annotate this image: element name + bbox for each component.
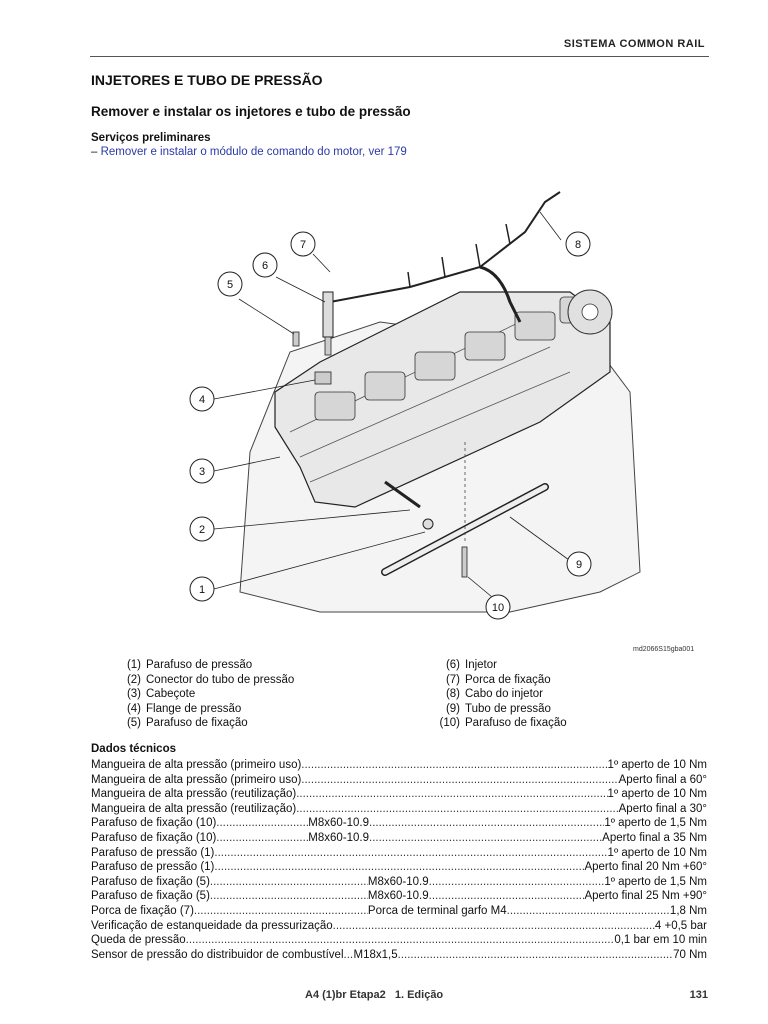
svg-text:10: 10 <box>492 602 504 614</box>
section-title: INJETORES E TUBO DE PRESSÃO <box>91 72 323 88</box>
legend-item: (1)Parafuso de pressão <box>126 659 253 671</box>
svg-text:4: 4 <box>199 394 205 406</box>
callout-5: 5 <box>217 271 243 297</box>
callout-3: 3 <box>189 458 215 484</box>
callout-1: 1 <box>189 576 215 602</box>
legend-item: (6)Injetor <box>445 659 497 671</box>
callout-6: 6 <box>252 252 278 278</box>
legend-item: (7)Porca de fixação <box>445 673 551 686</box>
preliminary-link[interactable]: Remover e instalar o módulo de comando d… <box>100 146 407 158</box>
legend-item: (2)Conector do tubo de pressão <box>126 673 295 686</box>
engine-illustration: 1 2 3 4 5 6 7 8 9 10 <box>189 191 641 620</box>
figure-code: md2066S15gba001 <box>633 646 695 653</box>
tech-row: Verificação de estanqueidade da pressuri… <box>91 919 707 934</box>
legend-item: (3)Cabeçote <box>126 688 196 701</box>
callout-8: 8 <box>565 231 591 257</box>
tech-row: Mangueira de alta pressão (primeiro uso)… <box>91 773 707 788</box>
page-number: 131 <box>689 989 708 1001</box>
callout-9: 9 <box>566 551 592 577</box>
injector-harness <box>329 191 561 303</box>
footer-edition: A4 (1)br Etapa2 1. Edição <box>305 989 444 1001</box>
svg-text:2: 2 <box>199 524 205 536</box>
tech-row: Parafuso de fixação (5)M8x60-10.9Aperto … <box>91 889 707 904</box>
svg-text:3: 3 <box>199 466 205 478</box>
tech-row: Queda de pressão0,1 bar em 10 min <box>91 933 707 948</box>
legend-item: (8)Cabo do injetor <box>445 688 543 701</box>
callout-7: 7 <box>290 231 316 257</box>
section-subtitle: Remover e instalar os injetores e tubo d… <box>91 104 411 119</box>
tech-data-table: Mangueira de alta pressão (primeiro uso)… <box>91 758 707 962</box>
svg-text:1: 1 <box>199 584 205 596</box>
tech-row: Parafuso de pressão (1)Aperto final 20 N… <box>91 860 707 875</box>
svg-text:5: 5 <box>227 279 233 291</box>
header-divider <box>90 56 709 57</box>
injector <box>322 291 334 338</box>
svg-text:7: 7 <box>300 239 306 251</box>
tech-row: Parafuso de fixação (10)M8x60-10.91º ape… <box>91 816 707 831</box>
legend-item: (5)Parafuso de fixação <box>126 717 248 730</box>
legend-item: (4)Flange de pressão <box>126 702 242 715</box>
legend-item: (10)Parafuso de fixação <box>439 717 567 730</box>
tech-row: Parafuso de pressão (1)1º aperto de 10 N… <box>91 846 707 861</box>
preliminary-item: – Remover e instalar o módulo de comando… <box>91 146 407 158</box>
legend-right: (6)Injetor (7)Porca de fixação (8)Cabo d… <box>436 658 567 731</box>
legend-left: (1)Parafuso de pressão (2)Conector do tu… <box>120 658 294 731</box>
tech-row: Mangueira de alta pressão (reutilização)… <box>91 787 707 802</box>
tech-row: Sensor de pressão do distribuidor de com… <box>91 948 707 963</box>
tech-row: Porca de fixação (7)Porca de terminal ga… <box>91 904 707 919</box>
legend-item: (9)Tubo de pressão <box>445 702 551 715</box>
cylinder-head <box>274 291 611 508</box>
tech-row: Parafuso de fixação (10)M8x60-10.9Aperto… <box>91 831 707 846</box>
preliminary-dash: – <box>91 146 98 158</box>
callout-2: 2 <box>189 516 215 542</box>
svg-text:9: 9 <box>576 559 582 571</box>
tech-row: Mangueira de alta pressão (primeiro uso)… <box>91 758 707 773</box>
svg-text:8: 8 <box>575 239 581 251</box>
running-header: SISTEMA COMMON RAIL <box>563 38 705 50</box>
tech-data-title: Dados técnicos <box>91 743 176 755</box>
tech-row: Mangueira de alta pressão (reutilização)… <box>91 802 707 817</box>
callout-10: 10 <box>485 594 511 620</box>
svg-text:6: 6 <box>262 260 268 272</box>
callout-4: 4 <box>189 386 215 412</box>
preliminary-title: Serviços preliminares <box>91 132 211 144</box>
tech-row: Parafuso de fixação (5)M8x60-10.91º aper… <box>91 875 707 890</box>
